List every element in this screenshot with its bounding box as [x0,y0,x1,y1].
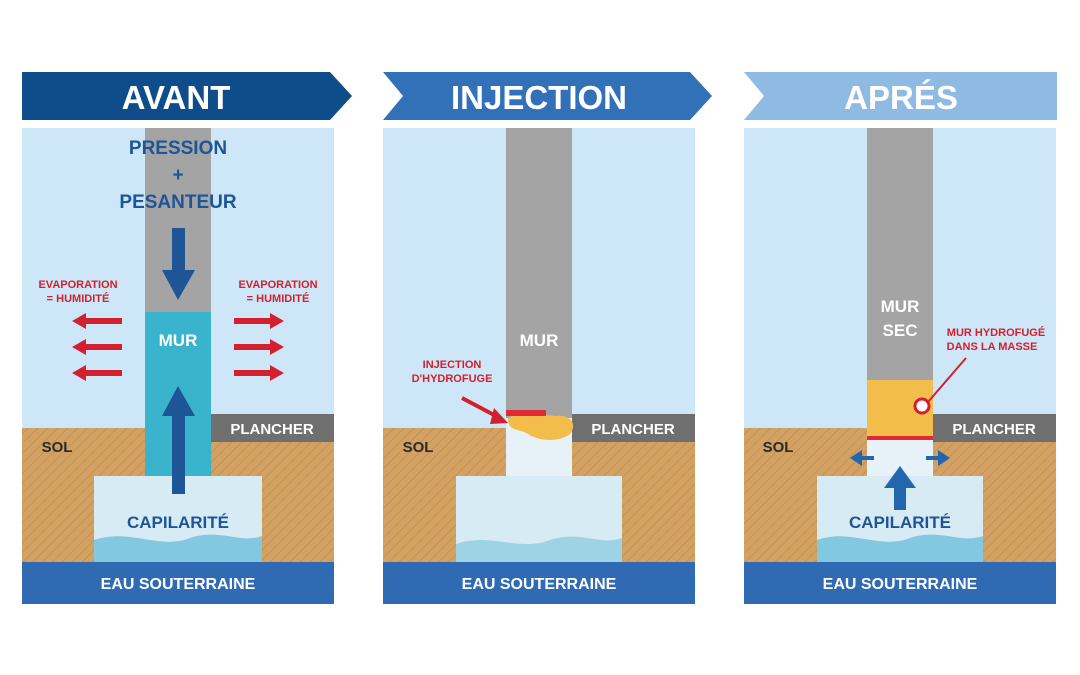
wall-dry-column [867,128,933,380]
capillary-label: CAPILARITÉ [849,513,951,532]
groundwater-band [22,562,334,604]
down-arrow-icon [162,228,195,300]
evaporation-right-line1: EVAPORATION [238,279,317,291]
banner-injection [383,72,712,120]
evaporation-left-line1: EVAPORATION [38,279,117,291]
evaporation-left-line2: = HUMIDITÉ [47,292,110,305]
panel-title: INJECTION [451,79,627,116]
callout-dot-icon [913,397,931,415]
up-arrow-icon [162,386,195,494]
barrier-line [867,436,933,440]
floor-label: PLANCHER [230,421,314,438]
panel-title: APRÉS [844,79,958,116]
panel-injection: INJECTION MUR INJECTION D'HYDROFUGE PLAN… [383,72,712,604]
soil-label: SOL [403,439,434,456]
injection-arrow-icon [461,396,508,424]
side-arrows-icon [850,450,950,466]
treated-label-line1: MUR HYDROFUGÉ [947,326,1045,339]
pressure-label: PRESSION [129,138,227,159]
soil-label: SOL [763,439,794,456]
panel-apres: APRÉS MUR SEC MUR HYDROFUGÉ DANS LA MASS… [744,72,1057,604]
groundwater-band [744,562,1056,604]
injection-label-line2: D'HYDROFUGE [412,373,493,385]
soil-label: SOL [42,439,73,456]
injection-barrier-line [506,410,546,416]
floor-label: PLANCHER [952,421,1036,438]
injection-label-line1: INJECTION [423,359,482,371]
injected-resin [508,414,574,440]
gravity-label: PESANTEUR [119,192,236,213]
wall-label: MUR [520,331,559,350]
groundwater-wave [94,534,262,562]
evaporation-right-line2: = HUMIDITÉ [247,292,310,305]
floor-slab [572,414,695,442]
capillary-label: CAPILARITÉ [127,513,229,532]
evaporation-left-arrows-icon [72,313,122,381]
groundwater-band [383,562,695,604]
groundwater-wave [456,536,622,562]
floor-label: PLANCHER [591,421,675,438]
floor-slab [211,414,334,442]
panel-avant: AVANT PRESSION + PESANTEUR MUR EVAPORATI… [22,72,352,604]
panel-title: AVANT [122,79,231,116]
banner-avant [22,72,352,120]
dry-wall-label-line1: MUR [881,297,920,316]
callout-line [927,357,967,403]
groundwater-label: EAU SOUTERRAINE [823,576,978,593]
up-arrow-icon [884,466,916,510]
evaporation-right-arrows-icon [234,313,284,381]
groundwater-label: EAU SOUTERRAINE [101,576,256,593]
banner-apres [744,72,1057,120]
wall-label: MUR [159,331,198,350]
groundwater-label: EAU SOUTERRAINE [462,576,617,593]
wall-column [506,128,572,418]
treated-label-line2: DANS LA MASSE [947,341,1038,353]
groundwater-wave [817,534,983,562]
dry-wall-label-line2: SEC [883,321,918,340]
floor-slab [933,414,1056,442]
plus-sign: + [172,165,183,186]
